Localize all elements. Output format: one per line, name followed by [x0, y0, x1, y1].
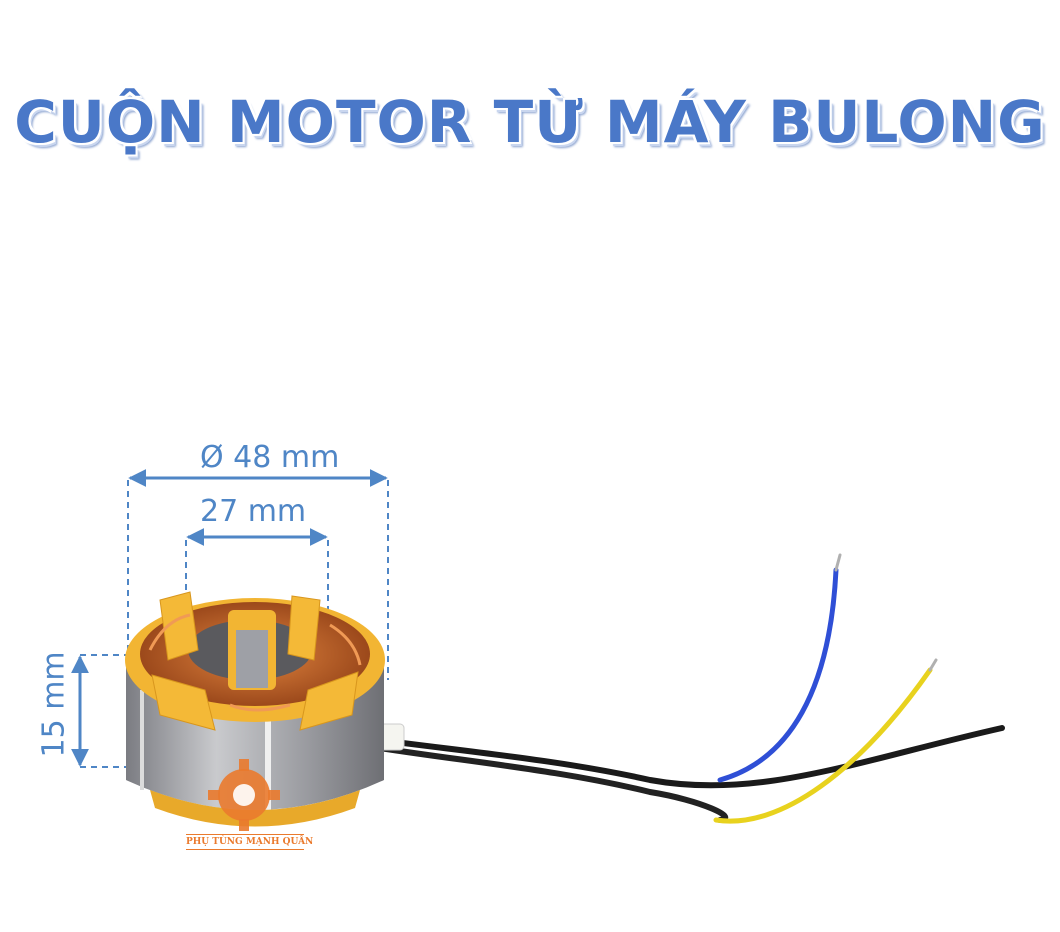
blue-wire: [717, 567, 839, 783]
outer-diameter-label: Ø 48 mm: [200, 440, 340, 475]
lead-wires: [377, 553, 1005, 824]
brand-watermark: PHỤ TÙNG MẠNH QUÂN: [186, 834, 313, 850]
yellow-wire: [713, 667, 933, 824]
brand-logo-icon: [208, 759, 280, 831]
height-label: 15 mm: [36, 651, 72, 758]
inner-diameter-label: 27 mm: [200, 494, 307, 529]
page-title: CUỘN MOTOR TỪ MÁY BULONG: [14, 88, 1046, 156]
motor-coil: [125, 591, 385, 827]
outer-diameter-dimension: [127, 469, 389, 680]
black-wire: [377, 725, 1005, 789]
